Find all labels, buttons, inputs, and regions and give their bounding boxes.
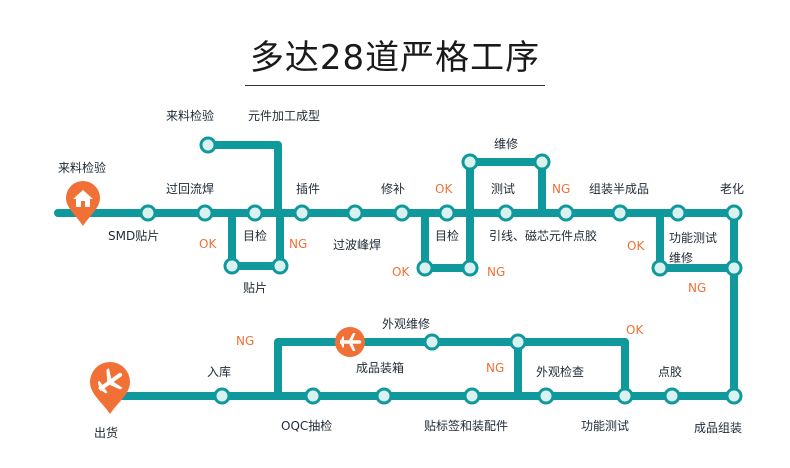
label-repair: 修补 <box>381 181 405 196</box>
label-ok-4: OK <box>627 239 645 253</box>
label-patch: 贴片 <box>243 281 267 295</box>
loop-repair-return <box>274 338 629 400</box>
node-oqc <box>304 387 322 405</box>
label-ng-6: NG <box>236 334 254 348</box>
node-store <box>213 387 231 405</box>
label-func-test-1: 功能测试 <box>669 230 717 245</box>
label-ok-2: OK <box>435 182 453 196</box>
flow-labels: 来料检验 来料检验 元件加工成型 过回流焊 SMD贴片 OK 目检 NG 贴片 … <box>58 108 744 440</box>
airplane-icon <box>340 333 362 351</box>
node-repair-corner <box>509 333 527 351</box>
label-ng-3: NG <box>552 182 570 196</box>
flow-nodes <box>139 136 743 405</box>
label-reflow: 过回流焊 <box>166 181 214 196</box>
node-maintain-1-left <box>461 153 479 171</box>
label-insert: 插件 <box>296 182 320 196</box>
node-func-test-2 <box>616 387 634 405</box>
label-start-inspect: 来料检验 <box>58 160 106 175</box>
node-semi <box>611 204 629 222</box>
node-visual-1 <box>246 204 264 222</box>
label-aging: 老化 <box>720 182 744 196</box>
label-ok-1: OK <box>199 237 217 251</box>
title-underline <box>245 85 545 86</box>
label-store: 入库 <box>207 364 231 379</box>
label-wave: 过波峰焊 <box>333 237 381 252</box>
node-visual-2-bottom-right <box>461 259 479 277</box>
label-visual-1: 目检 <box>243 228 267 243</box>
label-maintain-1: 维修 <box>494 136 518 151</box>
node-reflow <box>139 204 157 222</box>
airplane-icon <box>97 368 123 394</box>
node-visual-check <box>537 387 555 405</box>
node-glue <box>663 387 681 405</box>
label-test: 测试 <box>491 181 515 196</box>
end-marker <box>90 362 130 414</box>
label-lead: 引线、磁芯元件点胶 <box>489 228 597 243</box>
label-func-test-2: 功能测试 <box>581 418 629 433</box>
label-visual-repair: 外观维修 <box>382 316 430 331</box>
node-insert <box>293 204 311 222</box>
label-ng-2: NG <box>487 265 505 279</box>
node-test <box>497 204 515 222</box>
node-finished-assembly <box>725 387 743 405</box>
node-maintain-2-left <box>651 259 669 277</box>
label-ng-5: NG <box>486 361 504 375</box>
node-maintain-1-right <box>533 153 551 171</box>
node-smd <box>196 204 214 222</box>
label-semi: 组装半成品 <box>589 182 649 196</box>
node-wave <box>346 204 364 222</box>
label-pack-box: 成品装箱 <box>356 360 404 375</box>
node-repair <box>393 204 411 222</box>
node-visual-1-bottom-right <box>271 257 289 275</box>
start-marker <box>65 180 100 226</box>
label-finished-assembly: 成品组装 <box>694 421 742 435</box>
line-component-forming <box>204 141 282 217</box>
node-visual-1-bottom <box>223 257 241 275</box>
node-aging <box>725 204 743 222</box>
node-func-test-1 <box>669 204 687 222</box>
repair-airplane-marker <box>335 327 365 357</box>
node-visual-2 <box>438 204 456 222</box>
label-visual-2: 目检 <box>435 228 459 243</box>
node-pack-box <box>375 387 393 405</box>
label-top-inspect: 来料检验 <box>166 108 214 123</box>
label-ng-1: NG <box>289 237 307 251</box>
label-visual-check: 外观检查 <box>536 364 584 379</box>
label-ship: 出货 <box>94 425 118 440</box>
node-component-start <box>199 136 217 154</box>
label-oqc: OQC抽检 <box>281 418 332 433</box>
node-maintain-2-right <box>725 259 743 277</box>
node-label-pack <box>463 387 481 405</box>
loop-test-repair <box>466 158 546 217</box>
label-maintain-2: 维修 <box>669 250 693 265</box>
page-title: 多达28道严格工序 <box>249 38 541 78</box>
home-icon <box>73 190 93 207</box>
node-lead <box>557 204 575 222</box>
label-glue: 点胶 <box>658 364 682 379</box>
label-ok-5: OK <box>626 323 644 337</box>
label-ng-4: NG <box>688 281 706 295</box>
label-label-pack: 贴标签和装配件 <box>424 418 508 433</box>
node-visual-repair <box>423 333 441 351</box>
label-ok-3: OK <box>392 265 410 279</box>
label-component-forming: 元件加工成型 <box>248 109 320 123</box>
node-visual-2-bottom <box>416 259 434 277</box>
label-smd: SMD贴片 <box>108 229 159 243</box>
